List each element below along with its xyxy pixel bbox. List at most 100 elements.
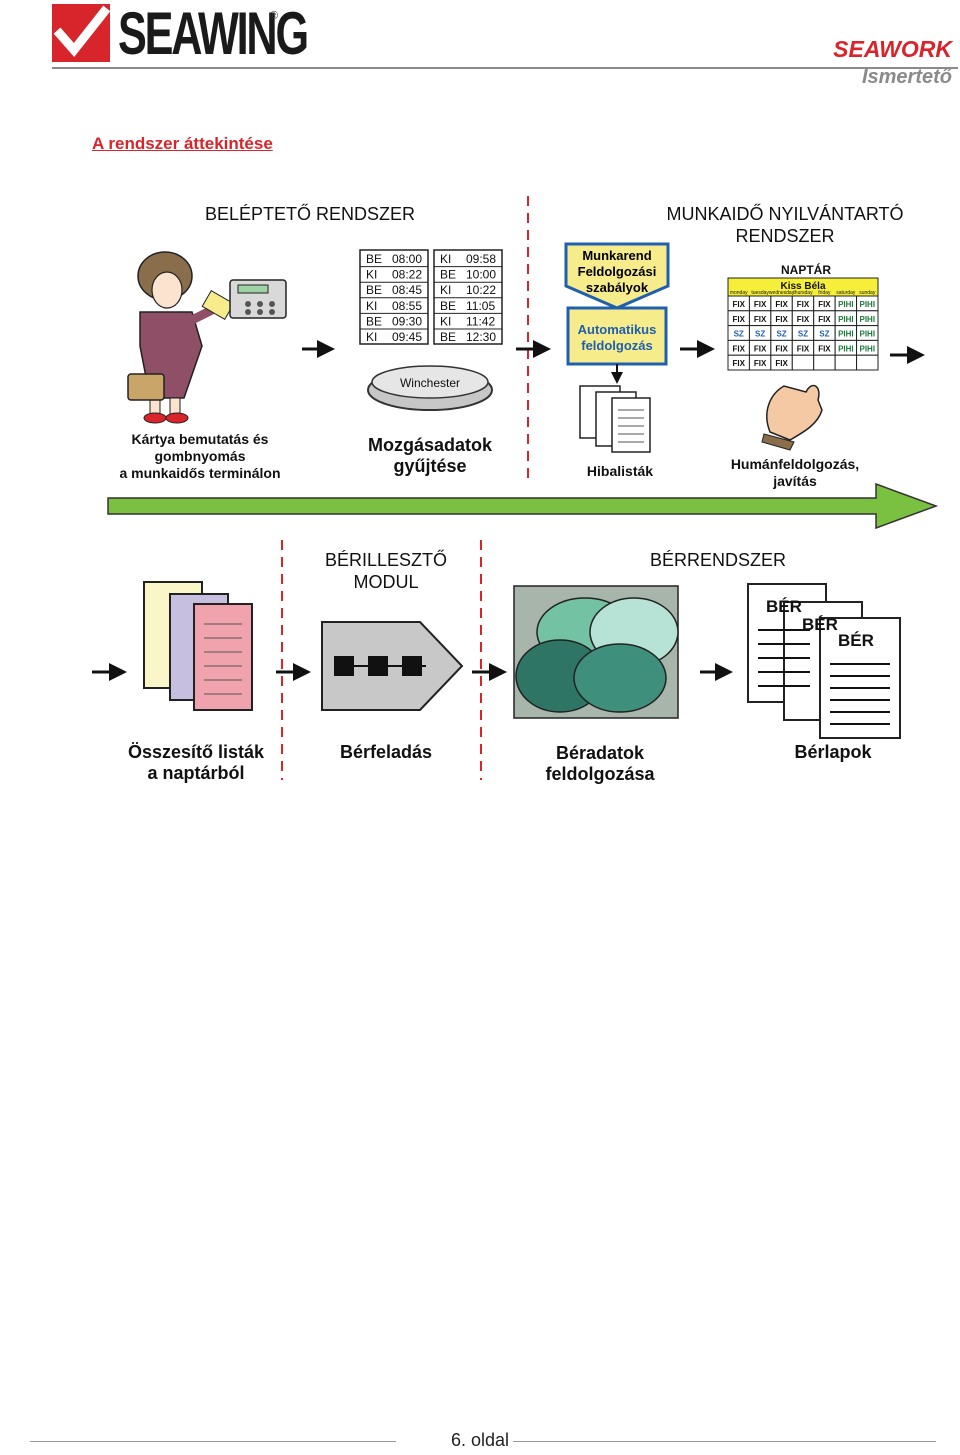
calendar-cell-value: FIX xyxy=(775,359,788,368)
payslip-label-2: BÉR xyxy=(802,615,838,634)
calendar-cell-value: PIHI xyxy=(838,344,854,353)
person-illustration xyxy=(127,251,235,424)
caption-card-line-2: gombnyomás xyxy=(154,448,246,464)
calendar-person: Kiss Béla xyxy=(780,281,825,292)
calendar-cell xyxy=(856,354,879,371)
log-time: 08:22 xyxy=(392,268,422,282)
rules-box xyxy=(564,242,670,310)
calendar-cell-value: FIX xyxy=(732,315,745,324)
hand-icon xyxy=(761,384,823,451)
calendar-cell-value: FIX xyxy=(754,300,767,309)
calendar-cell-value: PIHI xyxy=(838,330,854,339)
log-time: 09:45 xyxy=(392,330,422,344)
calendar-day-label: thursday xyxy=(793,290,813,296)
auto-line-2: feldolgozás xyxy=(581,338,653,353)
caption-summary: Összesítő listák a naptárból xyxy=(106,742,286,784)
product-subtitle: Ismertető xyxy=(861,66,952,88)
product-name: SEAWORK xyxy=(833,36,952,62)
page-number: 6. oldal xyxy=(0,1430,960,1451)
log-table-2 xyxy=(433,249,503,345)
log-direction: BE xyxy=(440,299,456,313)
section-title: A rendszer áttekintése xyxy=(92,134,273,153)
calendar-cell-value: FIX xyxy=(797,300,810,309)
caption-payslips: Bérlapok xyxy=(794,742,872,762)
transfer-module-shape xyxy=(321,621,464,711)
calendar-day-label: monday xyxy=(730,290,748,296)
log-time: 11:42 xyxy=(466,314,495,328)
log-direction: KI xyxy=(440,314,451,328)
time-system-title-1: MUNKAIDŐ NYILVÁNTARTÓ xyxy=(666,204,904,224)
module-title-2: MODUL xyxy=(353,572,419,592)
caption-human-line-2: javítás xyxy=(773,473,817,489)
time-terminal xyxy=(229,279,287,319)
green-flow-arrow xyxy=(107,482,939,530)
calendar-cell-value: FIX xyxy=(754,315,767,324)
caption-card-line-3: a munkaidős terminálon xyxy=(119,465,281,481)
log-time: 10:22 xyxy=(466,283,496,297)
calendar-cell-value: PIHI xyxy=(860,300,876,309)
log-time: 08:00 xyxy=(392,252,422,266)
header-divider xyxy=(52,67,958,69)
calendar-cell-value: PIHI xyxy=(838,315,854,324)
module-title-1: BÉRILLESZTŐ xyxy=(324,550,448,570)
caption-process-line-1: Béradatok xyxy=(555,743,645,763)
log-direction: BE xyxy=(366,314,382,328)
calendar-cell-value: FIX xyxy=(754,344,767,353)
log-time: 09:58 xyxy=(466,252,496,266)
log-time: 11:05 xyxy=(466,299,495,313)
logo-mark xyxy=(52,4,111,62)
calendar-cell-value: FIX xyxy=(732,344,745,353)
caption-collect: Mozgásadatok gyűjtése xyxy=(340,435,520,477)
winchester-label: Winchester xyxy=(400,376,460,390)
calendar-cell-value: SZ xyxy=(819,330,829,339)
calendar-cell-value: FIX xyxy=(732,359,745,368)
auto-line-1: Automatikus xyxy=(577,322,657,337)
caption-collect-line-2: gyűjtése xyxy=(393,456,467,476)
calendar-cell xyxy=(813,354,836,371)
calendar-cell-value: FIX xyxy=(732,300,745,309)
caption-errors: Hibalisták xyxy=(586,463,654,479)
calendar-cell-value: FIX xyxy=(775,300,788,309)
caption-human: Humánfeldolgozás, javítás xyxy=(700,456,890,490)
caption-summary-line-2: a naptárból xyxy=(147,763,245,783)
payslip-documents xyxy=(747,583,901,739)
payroll-processing-venn xyxy=(513,585,679,719)
calendar-cell-value: PIHI xyxy=(838,300,854,309)
caption-process: Béradatok feldolgozása xyxy=(520,743,680,785)
error-list-documents xyxy=(579,385,651,453)
summary-sheets xyxy=(143,581,253,711)
caption-card: Kártya bemutatás és gombnyomás a munkaid… xyxy=(100,431,300,482)
calendar-cell-value: PIHI xyxy=(860,330,876,339)
calendar-cell-value: FIX xyxy=(818,300,831,309)
footer-line-left xyxy=(30,1441,396,1442)
calendar-cell-value: PIHI xyxy=(860,344,876,353)
caption-summary-line-1: Összesítő listák xyxy=(127,742,265,762)
auto-box-text: Automatikus feldolgozás xyxy=(568,322,666,354)
log-direction: KI xyxy=(440,283,451,297)
log-direction: BE xyxy=(440,268,456,282)
log-time: 08:45 xyxy=(392,283,422,297)
log-direction: BE xyxy=(440,330,456,344)
calendar-cell-value: FIX xyxy=(797,344,810,353)
payroll-title: BÉRRENDSZER xyxy=(649,550,787,570)
rules-line-2: Feldolgozási xyxy=(577,264,657,279)
calendar-cell-value: SZ xyxy=(734,330,744,339)
caption-process-line-2: feldolgozása xyxy=(545,764,655,784)
log-direction: KI xyxy=(440,252,451,266)
logo-text: SEAWING xyxy=(118,0,309,67)
calendar-day-label: friday xyxy=(818,290,831,296)
log-time: 12:30 xyxy=(466,330,496,344)
calendar-cell-value: SZ xyxy=(798,330,808,339)
calendar-cell-value: PIHI xyxy=(860,315,876,324)
calendar-cell-value: FIX xyxy=(754,359,767,368)
caption-human-line-1: Humánfeldolgozás, xyxy=(730,456,860,472)
log-table-1 xyxy=(359,249,429,345)
calendar-cell-value: FIX xyxy=(818,344,831,353)
log-direction: BE xyxy=(366,283,382,297)
log-direction: BE xyxy=(366,252,382,266)
calendar-cell xyxy=(791,354,815,371)
calendar-cell xyxy=(834,354,858,371)
calendar-cell-value: SZ xyxy=(776,330,786,339)
entry-system-title: BELÉPTETŐ RENDSZER xyxy=(204,204,416,224)
